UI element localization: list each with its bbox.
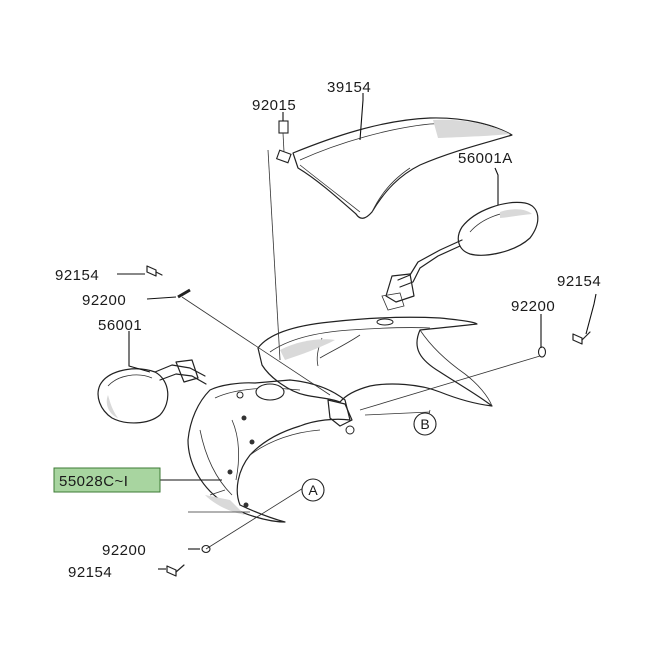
label-92154-bottom: 92154 [68, 564, 112, 581]
label-39154: 39154 [327, 79, 371, 96]
mirror-right [381, 201, 539, 311]
inner-cowl-panel [187, 379, 351, 523]
label-56001: 56001 [98, 317, 142, 334]
windscreen [292, 117, 513, 219]
washer-92200-left-part [177, 288, 191, 299]
washer-92200-right-part [537, 346, 547, 358]
mirror-left [97, 359, 207, 424]
highlight-box [53, 467, 161, 493]
callout-b: B [413, 412, 437, 436]
callout-b-label: B [420, 416, 429, 432]
callout-a: A [301, 478, 325, 502]
bolt-92154-left-part [146, 265, 163, 277]
label-92154-left: 92154 [55, 267, 99, 284]
label-92200-right: 92200 [511, 298, 555, 315]
leader-lines [117, 93, 597, 570]
label-92200-left: 92200 [82, 292, 126, 309]
screw-92015 [275, 120, 292, 164]
upper-cowl [257, 316, 493, 407]
bolt-92154-right-part [572, 331, 591, 345]
bracket [327, 399, 355, 435]
label-55028: 55028C~I [59, 473, 128, 490]
bolt-92154-bottom-part [166, 564, 185, 577]
label-92200-bottom: 92200 [102, 542, 146, 559]
label-56001A: 56001A [458, 150, 513, 167]
label-92154-right: 92154 [557, 273, 601, 290]
label-92015: 92015 [252, 97, 296, 114]
callout-a-label: A [308, 482, 318, 498]
